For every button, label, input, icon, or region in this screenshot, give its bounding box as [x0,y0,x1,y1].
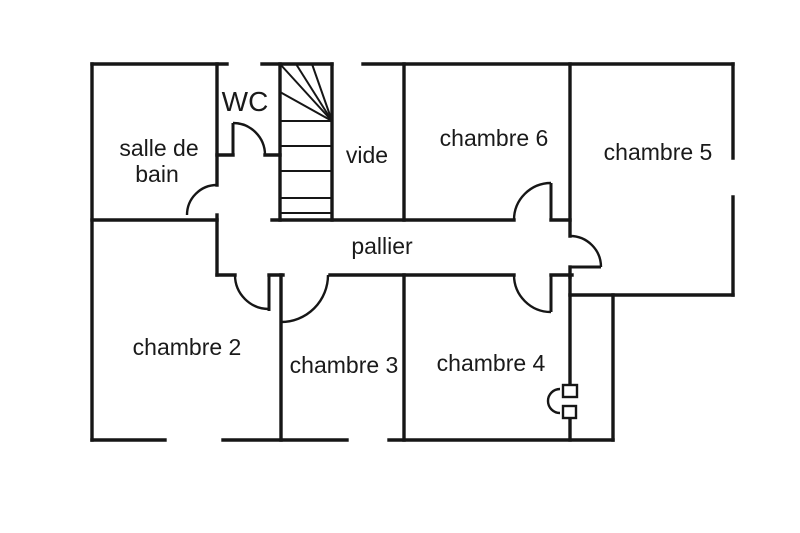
chambre4-door-arc [512,274,552,314]
door-jamb-block [561,404,578,420]
room-label-chambre-4: chambre 4 [437,350,546,376]
room-label-chambre-2: chambre 2 [133,334,242,360]
room-label-salle-de-bain-line1: salle de [119,135,198,161]
room-label-wc: WC [222,86,269,117]
chambre6-door-arc [512,181,552,221]
labels-layer: salle de bain WC vide chambre 6 chambre … [119,86,712,378]
salle-de-bain-door-arc [185,183,218,216]
door-jamb-block [561,383,579,399]
stairs-layer [279,63,333,214]
doors-layer [185,121,603,420]
room-label-chambre-6: chambre 6 [440,125,549,151]
chambre3-door-arc [280,274,330,324]
closet-door-arc [546,387,561,415]
chambre2-door-arc [233,274,270,311]
walls-layer [90,62,735,442]
wc-door-arc [232,121,267,156]
room-label-salle-de-bain-line2: bain [135,161,178,187]
room-label-chambre-5: chambre 5 [604,139,713,165]
room-label-chambre-3: chambre 3 [290,352,399,378]
room-label-vide: vide [346,142,388,168]
chambre5-door-arc [569,234,603,268]
room-label-pallier: pallier [351,233,413,259]
